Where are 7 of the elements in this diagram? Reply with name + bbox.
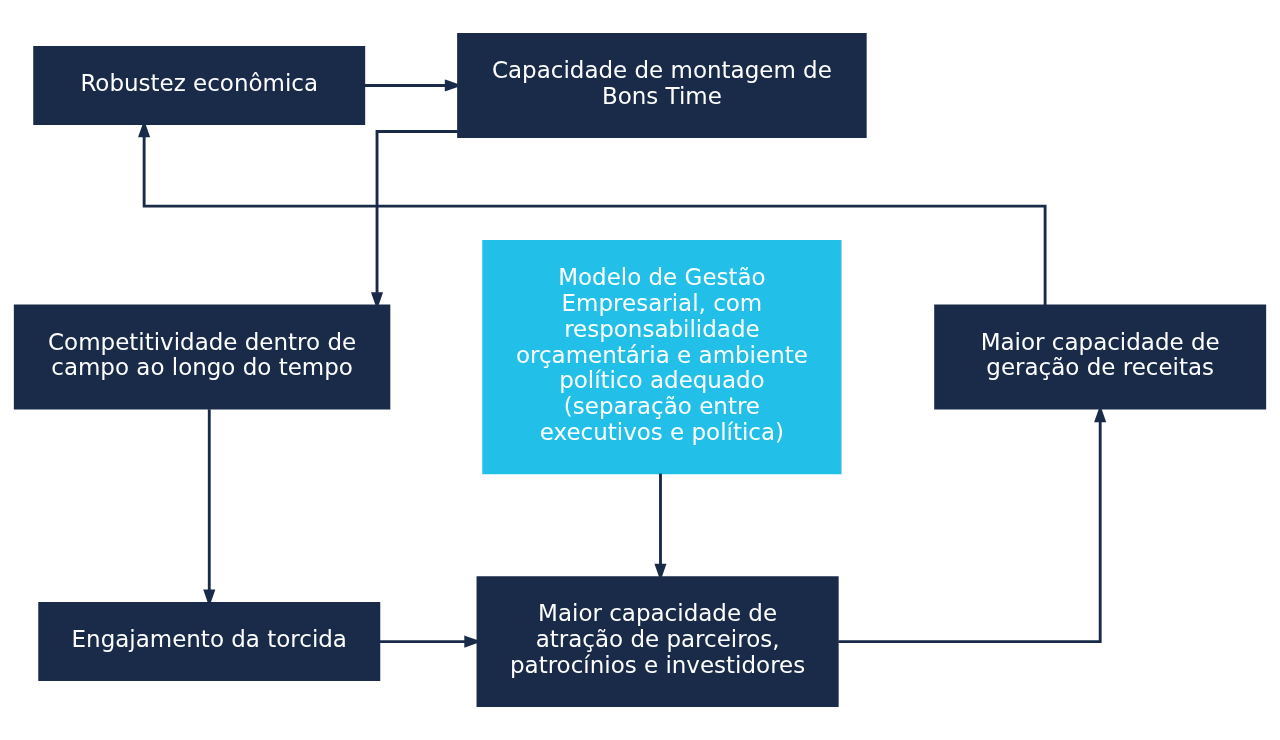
node-box: Maior capacidade de geração de receitas — [934, 304, 1267, 410]
node-box: Maior capacidade de atração de parceiros, patrocínios e investidores — [476, 576, 839, 707]
node-box: Modelo de Gestão Empresarial, com responsabilidade orçamentária e ambiente político adequado (separação entre executivos e política) — [482, 239, 842, 475]
node-box: Capacidade de montagem de Bons Time — [457, 33, 867, 138]
node-box: Competitividade dentro de campo ao longo do tempo — [13, 304, 391, 410]
node-box: Engajamento da torcida — [38, 602, 381, 682]
node-box: Robustez econômica — [33, 45, 366, 125]
